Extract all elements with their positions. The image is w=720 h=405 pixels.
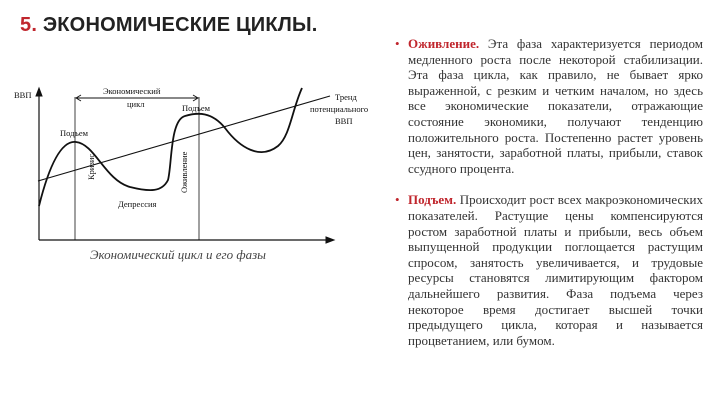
trend-label-3: ВВП [335, 116, 352, 126]
text-body: Оживление. Эта фаза характеризуется пери… [393, 36, 703, 364]
peak-label-1: Подъем [60, 128, 89, 138]
gdp-curve [38, 87, 303, 207]
title-text: ЭКОНОМИЧЕСКИЕ ЦИКЛЫ [37, 14, 312, 36]
peak-label-2: Подъем [182, 103, 211, 113]
term-boom: Подъем. [408, 192, 457, 208]
paragraph-text: Эта фаза характеризуется периодом медлен… [408, 36, 703, 176]
title-dot: . [311, 14, 318, 36]
y-axis-arrow [35, 86, 43, 97]
trend-label-2: потенциального [310, 104, 368, 114]
x-axis-arrow [325, 236, 336, 244]
paragraph-boom: Подъем. Происходит рост всех макроэконом… [393, 192, 703, 348]
revival-label: Оживление [179, 151, 189, 193]
title-number: 5. [20, 14, 38, 36]
y-axis-label: ВВП [14, 90, 31, 100]
diagram-caption: Экономический цикл и его фазы [90, 247, 266, 262]
slide-title: 5. ЭКОНОМИЧЕСКИЕ ЦИКЛЫ. [20, 14, 318, 37]
economic-cycle-diagram: ВВП Экономический цикл Подъем Подъем Кри… [14, 86, 368, 244]
paragraph-revival: Оживление. Эта фаза характеризуется пери… [393, 36, 703, 176]
trend-label: Тренд [335, 92, 357, 102]
term-revival: Оживление. [408, 36, 480, 51]
cycle-label-2: цикл [127, 99, 145, 109]
crisis-label: Кризис [86, 154, 96, 180]
depression-label: Депрессия [118, 199, 157, 209]
paragraph-text: Происходит рост всех макроэкономических … [408, 192, 703, 348]
trend-line [37, 95, 331, 182]
cycle-label: Экономический [103, 86, 161, 96]
